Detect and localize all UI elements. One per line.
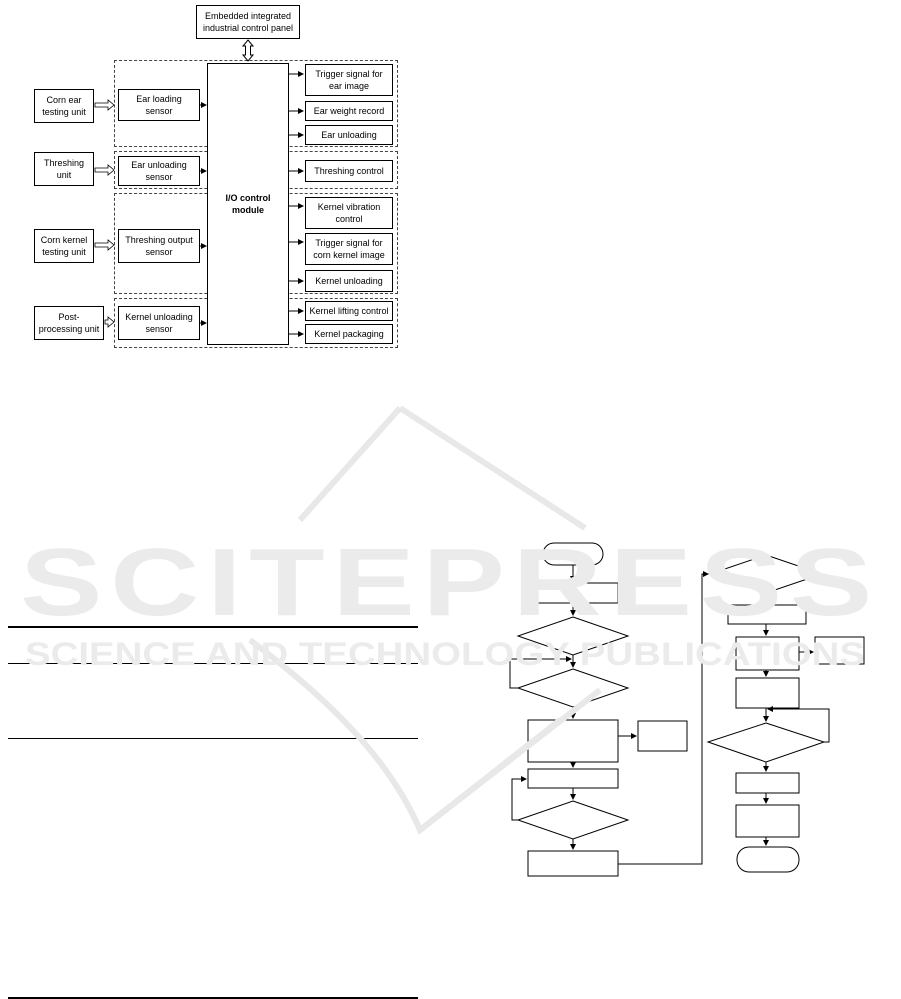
output-kernel-lifting-control: Kernel lifting control xyxy=(305,301,393,321)
flow-left-decision-2 xyxy=(516,668,630,708)
control-panel-box: Embedded integrated industrial control p… xyxy=(196,5,300,39)
output-threshing-control: Threshing control xyxy=(305,160,393,182)
flow-start-terminator xyxy=(542,542,604,566)
unit-corn-ear-testing: Corn ear testing unit xyxy=(34,89,94,123)
flow-left-process-4 xyxy=(527,850,619,877)
table-header-rule xyxy=(8,663,418,664)
flow-right-process-5 xyxy=(735,804,800,838)
unit-threshing: Threshing unit xyxy=(34,152,94,186)
flow-end-terminator xyxy=(736,846,800,873)
sensor-threshing-output: Threshing output sensor xyxy=(118,229,200,263)
flow-left-process-2 xyxy=(527,719,619,763)
flow-right-process-3 xyxy=(735,677,800,709)
sensor-ear-loading: Ear loading sensor xyxy=(118,89,200,121)
sensor-kernel-unloading: Kernel unloading sensor xyxy=(118,306,200,340)
table2-top-rule xyxy=(8,997,418,999)
output-kernel-packaging: Kernel packaging xyxy=(305,324,393,344)
flow-side-process-1 xyxy=(637,720,688,752)
flow-right-decision-2 xyxy=(706,722,826,763)
flow-left-process-3 xyxy=(527,768,619,789)
flow-side-process-2 xyxy=(814,636,865,665)
output-ear-unloading: Ear unloading xyxy=(305,125,393,145)
flow-right-decision-1 xyxy=(708,554,824,594)
io-control-module: I/O control module xyxy=(207,63,289,345)
flow-left-decision-1 xyxy=(516,616,630,656)
sensor-ear-unloading: Ear unloading sensor xyxy=(118,156,200,186)
output-trigger-ear-image: Trigger signal for ear image xyxy=(305,64,393,96)
table-bottom-rule xyxy=(8,738,418,739)
output-ear-weight-record: Ear weight record xyxy=(305,101,393,121)
unit-post-processing: Post-processing unit xyxy=(34,306,104,340)
flow-right-process-1 xyxy=(727,604,807,625)
output-kernel-unloading: Kernel unloading xyxy=(305,270,393,292)
flow-right-process-2 xyxy=(735,636,800,671)
flow-left-decision-3 xyxy=(516,800,630,840)
flow-left-process-1 xyxy=(527,582,619,604)
unit-corn-kernel-testing: Corn kernel testing unit xyxy=(34,229,94,263)
output-trigger-kernel-image: Trigger signal for corn kernel image xyxy=(305,233,393,265)
table-top-rule xyxy=(8,626,418,628)
flow-right-process-4 xyxy=(735,772,800,794)
output-kernel-vibration-control: Kernel vibration control xyxy=(305,197,393,229)
